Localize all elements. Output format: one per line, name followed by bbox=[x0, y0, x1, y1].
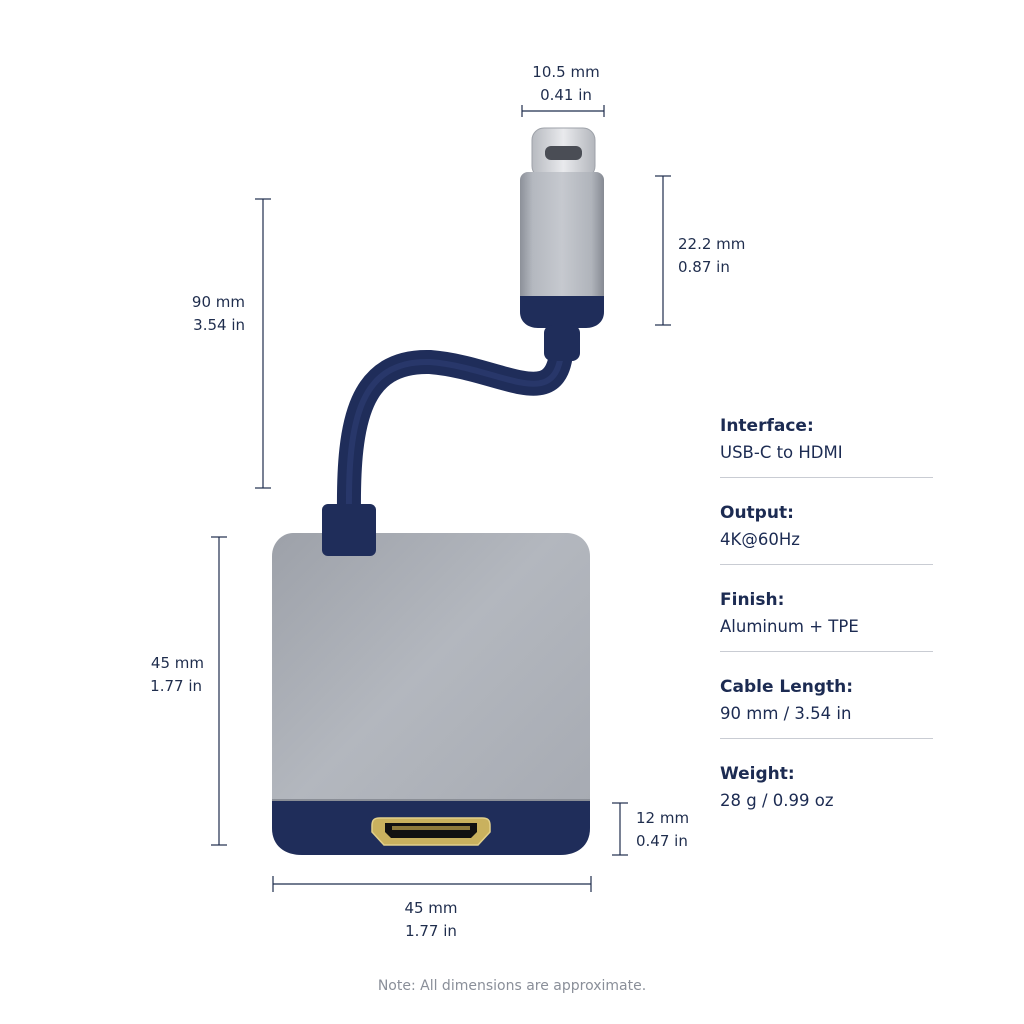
spec-interface: Interface: USB-C to HDMI bbox=[720, 412, 933, 499]
dimension-lines bbox=[211, 105, 671, 892]
spec-value: 90 mm / 3.54 in bbox=[720, 704, 852, 723]
connector-length-mm: 22.2 mm bbox=[678, 235, 745, 253]
spec-panel: Interface: USB-C to HDMI Output: 4K@60Hz… bbox=[720, 412, 933, 847]
usb-c-connector-icon bbox=[520, 127, 604, 361]
spec-weight: Weight: 28 g / 0.99 oz bbox=[720, 760, 933, 847]
body-width-in: 1.77 in bbox=[405, 922, 457, 940]
spec-divider bbox=[720, 564, 933, 565]
spec-label: Interface: bbox=[720, 416, 814, 436]
spec-divider bbox=[720, 738, 933, 739]
spec-divider bbox=[720, 477, 933, 478]
body-height-mm: 45 mm bbox=[151, 654, 204, 672]
spec-value: 28 g / 0.99 oz bbox=[720, 791, 834, 810]
connector-length-in: 0.87 in bbox=[678, 258, 730, 276]
spec-value: 4K@60Hz bbox=[720, 530, 800, 549]
spec-output: Output: 4K@60Hz bbox=[720, 499, 933, 586]
dimensions-note: Note: All dimensions are approximate. bbox=[377, 978, 647, 994]
cable-length-in: 3.54 in bbox=[193, 316, 245, 334]
cable bbox=[336, 326, 574, 524]
port-height-mm: 12 mm bbox=[636, 809, 689, 827]
spec-cable-length: Cable Length: 90 mm / 3.54 in bbox=[720, 673, 933, 760]
hdmi-port-icon bbox=[371, 817, 491, 846]
cable-length-mm: 90 mm bbox=[192, 293, 245, 311]
spec-label: Finish: bbox=[720, 590, 785, 610]
body-height-in: 1.77 in bbox=[150, 677, 202, 695]
spec-value: Aluminum + TPE bbox=[720, 617, 859, 636]
spec-value: USB-C to HDMI bbox=[720, 443, 843, 462]
spec-label: Cable Length: bbox=[720, 677, 854, 697]
port-height-in: 0.47 in bbox=[636, 832, 688, 850]
spec-label: Weight: bbox=[720, 764, 795, 784]
adapter-body bbox=[272, 504, 590, 855]
spec-finish: Finish: Aluminum + TPE bbox=[720, 586, 933, 673]
connector-width-in: 0.41 in bbox=[540, 86, 592, 104]
spec-label: Output: bbox=[720, 503, 794, 523]
body-width-mm: 45 mm bbox=[404, 899, 457, 917]
spec-divider bbox=[720, 651, 933, 652]
connector-width-mm: 10.5 mm bbox=[532, 63, 599, 81]
